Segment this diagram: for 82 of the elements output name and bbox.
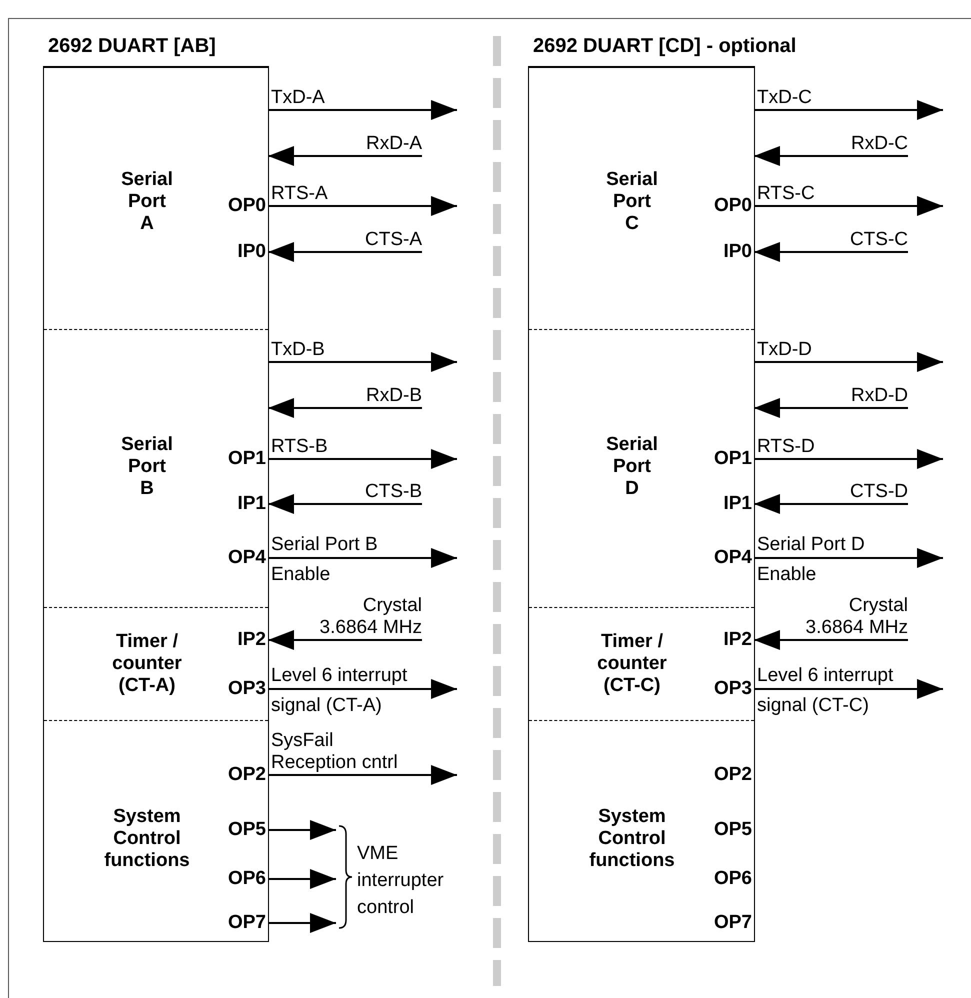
pin-label: OP0	[228, 195, 266, 217]
signal-arrow	[268, 242, 422, 262]
section-title: System Control functions	[588, 806, 676, 872]
signal-arrow	[268, 765, 457, 785]
signal-label: CTS-A	[365, 229, 422, 251]
signal-label: TxD-B	[271, 339, 325, 361]
pin-label: OP7	[228, 912, 266, 934]
signal-arrow	[268, 352, 457, 372]
signal-arrow	[754, 100, 943, 120]
section-title: Timer / counter (CT-A)	[111, 631, 183, 697]
signal-arrow	[754, 242, 908, 262]
pin-label: OP1	[714, 448, 752, 470]
section-title: Serial Port A	[120, 169, 174, 235]
signal-label: RTS-C	[757, 183, 815, 205]
signal-label: RxD-C	[851, 133, 908, 155]
pin-label: OP4	[714, 547, 752, 569]
signal-arrow	[754, 196, 943, 216]
signal-label: Serial Port B Enable	[271, 533, 379, 587]
signal-arrow	[268, 548, 457, 568]
group-label: VME interrupter control	[357, 842, 445, 920]
signal-label: CTS-D	[850, 481, 908, 503]
signal-arrow	[268, 449, 457, 469]
pin-label: OP3	[228, 678, 266, 700]
signal-label: RTS-A	[271, 183, 328, 205]
signal-arrow	[268, 679, 457, 699]
pin-label: OP5	[714, 819, 752, 841]
signal-arrow	[268, 913, 336, 933]
signal-label: RxD-B	[366, 385, 422, 407]
pin-label: OP1	[228, 448, 266, 470]
signal-label: SysFail Reception cntrl	[271, 730, 399, 774]
signal-arrow	[268, 196, 457, 216]
signal-arrow	[754, 679, 943, 699]
signal-label: CTS-B	[365, 481, 422, 503]
signal-arrow	[268, 630, 422, 650]
signal-label: TxD-C	[757, 87, 812, 109]
chip-title: 2692 DUART [AB]	[48, 35, 216, 58]
section-title: Serial Port C	[605, 169, 659, 235]
pin-label: IP1	[237, 493, 266, 515]
signal-label: CTS-C	[850, 229, 908, 251]
pin-label: OP6	[228, 868, 266, 890]
signal-arrow	[754, 630, 908, 650]
signal-label: Level 6 interrupt signal (CT-C)	[757, 664, 894, 718]
signal-label: TxD-A	[271, 87, 325, 109]
pin-label: OP4	[228, 547, 266, 569]
pin-label: OP5	[228, 819, 266, 841]
signal-arrow	[754, 146, 908, 166]
signal-arrow	[754, 352, 943, 372]
signal-label: TxD-D	[757, 339, 812, 361]
signal-arrow	[268, 820, 336, 840]
signal-arrow	[754, 548, 943, 568]
signal-label: Serial Port D Enable	[757, 533, 866, 587]
signal-arrow	[754, 449, 943, 469]
signal-arrow	[268, 100, 457, 120]
pin-label: OP2	[714, 764, 752, 786]
signal-arrow	[268, 146, 422, 166]
section-title: Timer / counter (CT-C)	[596, 631, 668, 697]
signal-label: Crystal 3.6864 MHz	[318, 595, 422, 639]
signal-label: RTS-D	[757, 436, 815, 458]
pin-label: OP2	[228, 764, 266, 786]
signal-label: RxD-A	[366, 133, 422, 155]
pin-label: OP0	[714, 195, 752, 217]
chip-title: 2692 DUART [CD] - optional	[533, 35, 796, 58]
pin-label: IP1	[723, 493, 752, 515]
signal-arrow	[754, 398, 908, 418]
signal-arrow	[268, 398, 422, 418]
pin-label: IP2	[237, 629, 266, 651]
signal-label: RTS-B	[271, 436, 328, 458]
pin-label: OP6	[714, 868, 752, 890]
section-title: System Control functions	[103, 806, 191, 872]
pin-label: IP0	[237, 241, 266, 263]
signal-label: Level 6 interrupt signal (CT-A)	[271, 664, 408, 718]
signal-label: Crystal 3.6864 MHz	[804, 595, 908, 639]
signal-label: RxD-D	[851, 385, 908, 407]
section-title: Serial Port B	[120, 434, 174, 500]
signal-arrow	[268, 869, 336, 889]
pin-label: OP7	[714, 912, 752, 934]
signal-arrow	[268, 494, 422, 514]
pin-label: IP2	[723, 629, 752, 651]
section-title: Serial Port D	[605, 434, 659, 500]
signal-arrow	[754, 494, 908, 514]
pin-label: OP3	[714, 678, 752, 700]
pin-label: IP0	[723, 241, 752, 263]
